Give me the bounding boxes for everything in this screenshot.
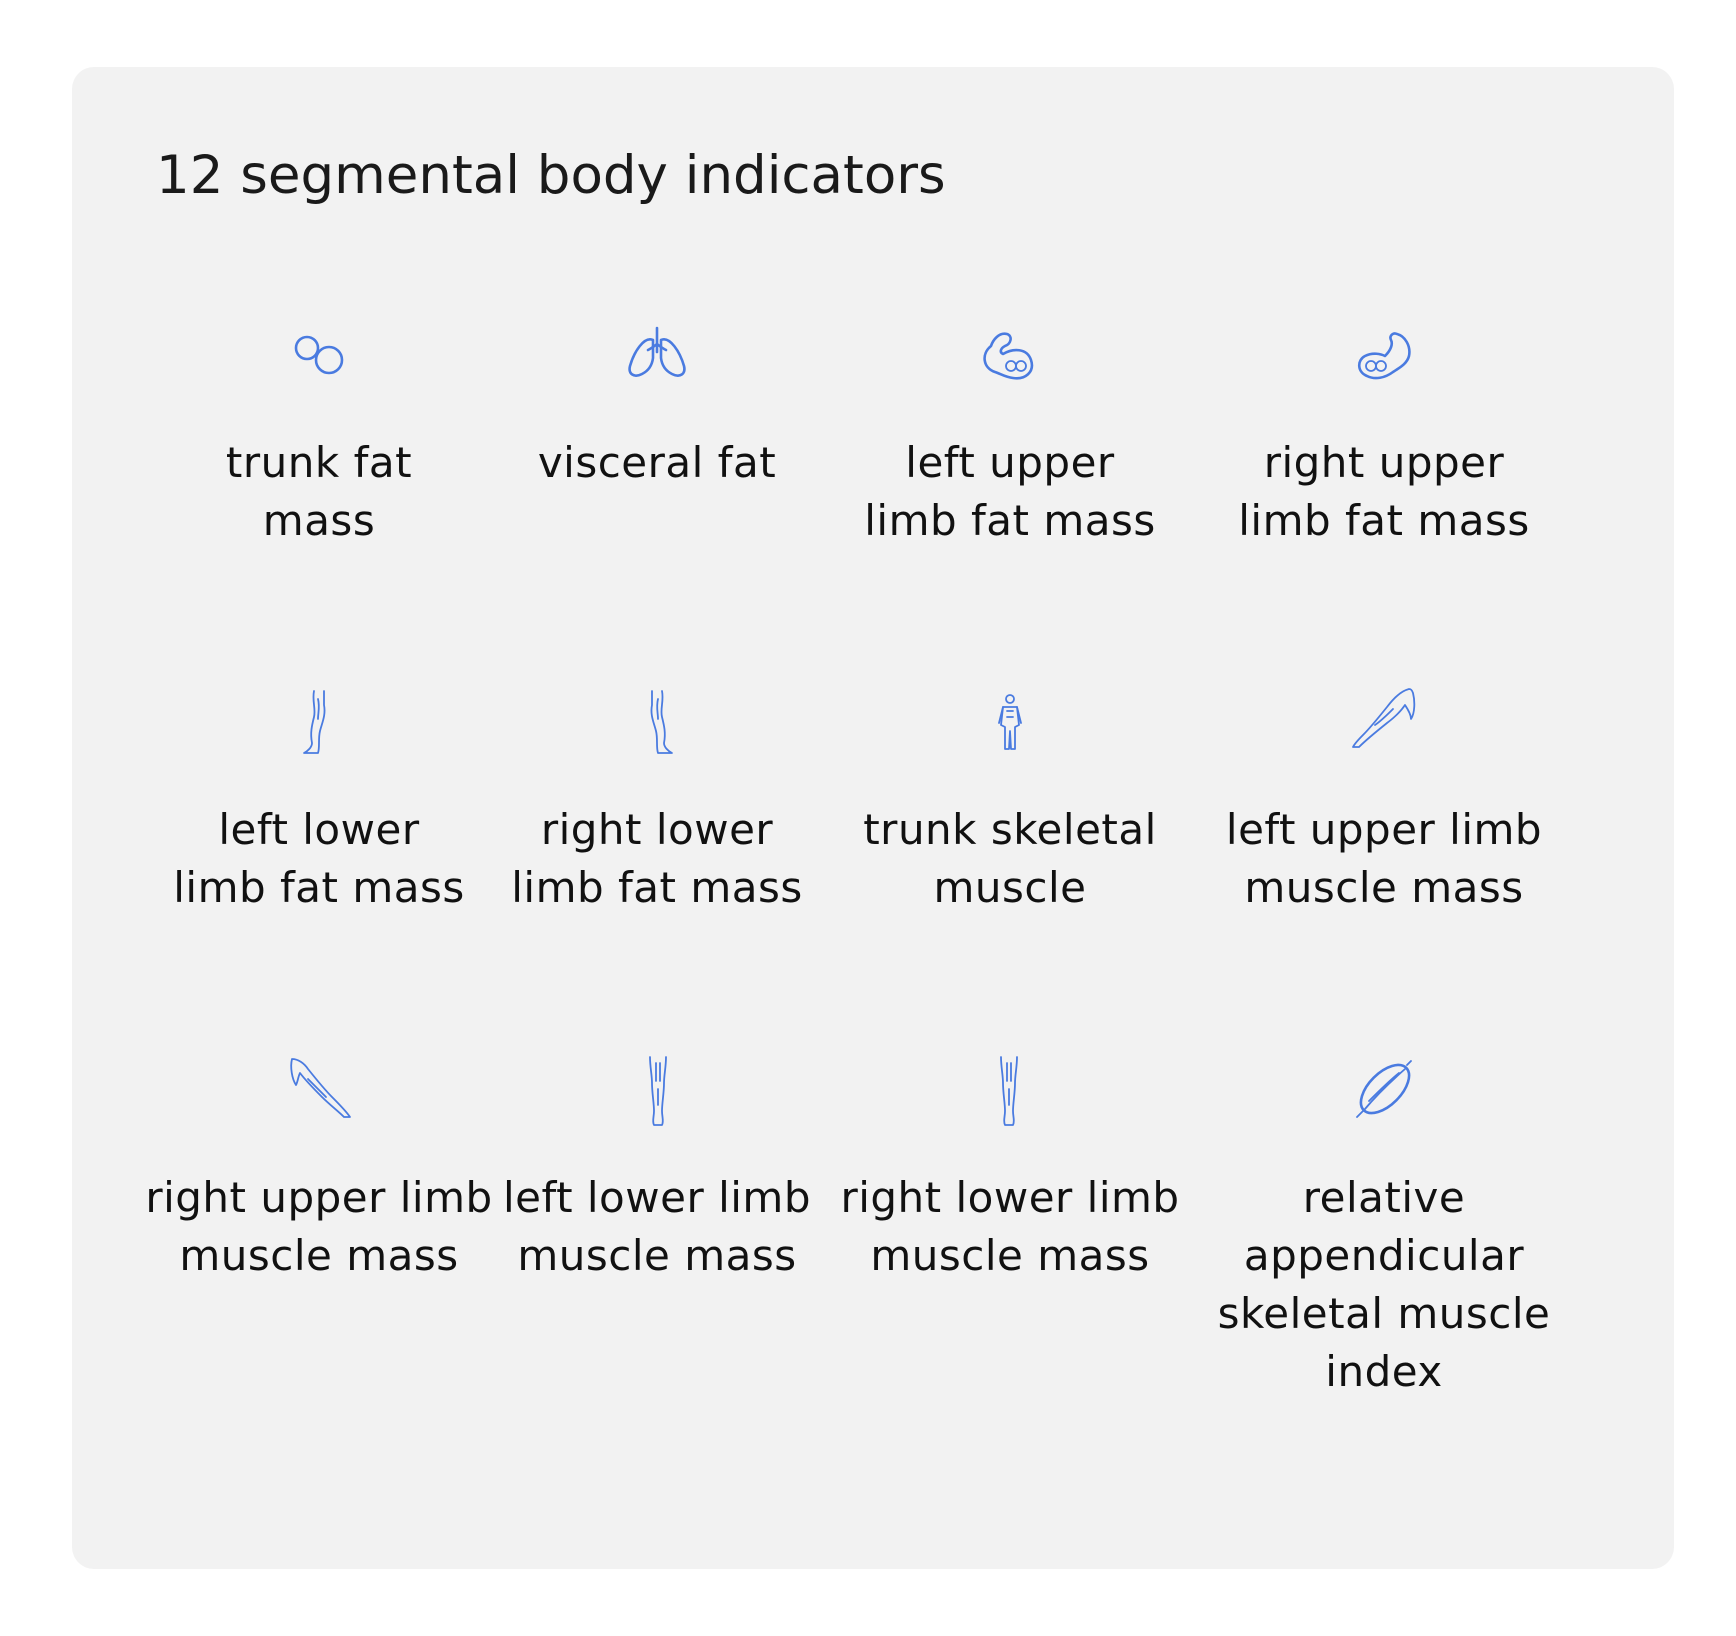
muscle-fiber-icon	[1209, 1045, 1559, 1135]
label-line: trunk skeletal	[863, 805, 1157, 854]
left-arm-fat-icon	[835, 310, 1185, 400]
card-title: 12 segmental body indicators	[156, 145, 946, 206]
indicator-label: right lower limb muscle mass	[815, 1169, 1205, 1285]
body-figure-icon	[835, 677, 1185, 767]
indicator-relative-appendicular-skeletal-muscle-index: relative appendicular skeletal muscle in…	[1209, 1045, 1559, 1396]
label-line: mass	[262, 496, 376, 545]
label-line: right upper	[1263, 438, 1505, 487]
indicator-trunk-fat-mass: trunk fat mass	[144, 310, 494, 610]
indicator-right-lower-limb-muscle-mass: right lower limb muscle mass	[835, 1045, 1185, 1345]
label-line: left upper limb	[1225, 805, 1543, 854]
indicator-left-lower-limb-fat-mass: left lower limb fat mass	[144, 677, 494, 977]
label-line: limb fat mass	[173, 863, 465, 912]
label-line: right lower	[540, 805, 774, 854]
indicator-left-upper-limb-fat-mass: left upper limb fat mass	[835, 310, 1185, 610]
indicator-label: left upper limb fat mass	[815, 434, 1205, 550]
indicator-label: left lower limb muscle mass	[462, 1169, 852, 1285]
indicator-trunk-skeletal-muscle: trunk skeletal muscle	[835, 677, 1185, 977]
label-line: appendicular	[1243, 1231, 1525, 1280]
indicator-label: trunk skeletal muscle	[815, 801, 1205, 917]
label-line: muscle	[933, 863, 1087, 912]
label-line: muscle mass	[517, 1231, 797, 1280]
left-leg-muscle-icon	[482, 1045, 832, 1135]
label-line: limb fat mass	[511, 863, 803, 912]
label-line: right upper limb	[145, 1173, 493, 1222]
indicator-label: right upper limb fat mass	[1189, 434, 1579, 550]
indicator-label: left upper limb muscle mass	[1189, 801, 1579, 917]
label-line: muscle mass	[179, 1231, 459, 1280]
label-line: left lower	[218, 805, 420, 854]
indicator-left-lower-limb-muscle-mass: left lower limb muscle mass	[482, 1045, 832, 1345]
indicator-label: right lower limb fat mass	[462, 801, 852, 917]
label-line: muscle mass	[870, 1231, 1150, 1280]
right-arm-fat-icon	[1209, 310, 1559, 400]
indicator-visceral-fat: visceral fat	[482, 310, 832, 610]
label-line: visceral fat	[537, 438, 777, 487]
indicator-right-upper-limb-muscle-mass: right upper limb muscle mass	[144, 1045, 494, 1345]
indicator-left-upper-limb-muscle-mass: left upper limb muscle mass	[1209, 677, 1559, 977]
label-line: left upper	[905, 438, 1115, 487]
indicator-label: trunk fat mass	[124, 434, 514, 550]
indicator-label: right upper limb muscle mass	[124, 1169, 514, 1285]
label-line: trunk fat	[225, 438, 413, 487]
indicator-label: left lower limb fat mass	[124, 801, 514, 917]
indicator-right-upper-limb-fat-mass: right upper limb fat mass	[1209, 310, 1559, 610]
indicator-label: relative appendicular skeletal muscle in…	[1189, 1169, 1579, 1401]
label-line: skeletal muscle index	[1217, 1289, 1551, 1396]
indicator-right-lower-limb-fat-mass: right lower limb fat mass	[482, 677, 832, 977]
left-leg-icon	[144, 677, 494, 767]
right-leg-icon	[482, 677, 832, 767]
fat-cells-icon	[144, 310, 494, 400]
label-line: limb fat mass	[864, 496, 1156, 545]
right-arm-muscle-icon	[144, 1045, 494, 1135]
label-line: right lower limb	[840, 1173, 1180, 1222]
label-line: left lower limb	[503, 1173, 811, 1222]
left-arm-muscle-icon	[1209, 677, 1559, 767]
indicator-label: visceral fat	[462, 434, 852, 492]
indicators-card: 12 segmental body indicators trunk fat m…	[72, 67, 1674, 1569]
lungs-icon	[482, 310, 832, 400]
label-line: relative	[1302, 1173, 1466, 1222]
label-line: limb fat mass	[1238, 496, 1530, 545]
label-line: muscle mass	[1244, 863, 1524, 912]
right-leg-muscle-icon	[835, 1045, 1185, 1135]
